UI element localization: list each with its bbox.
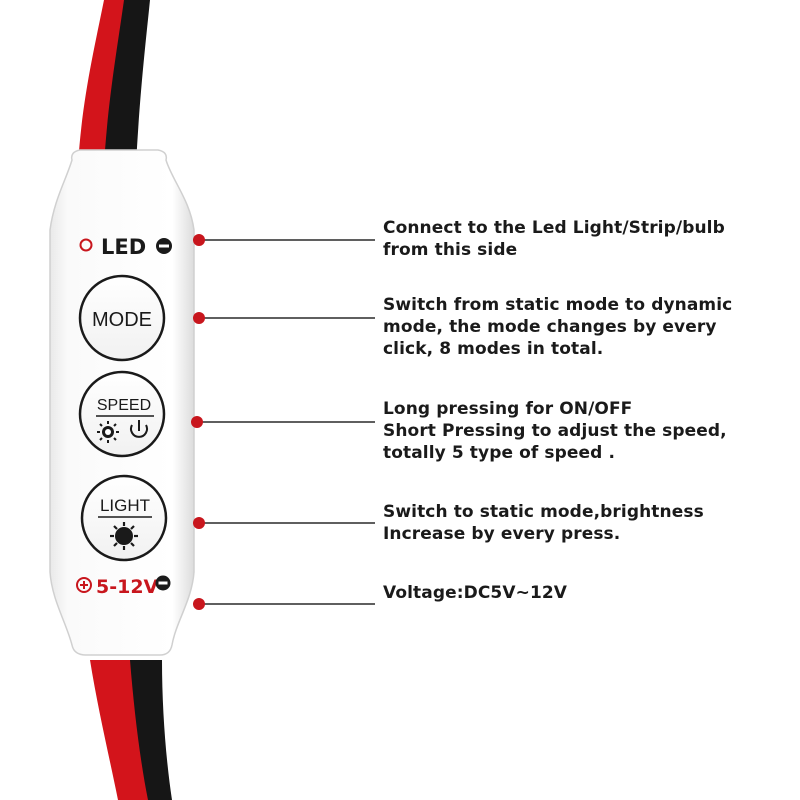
- callout-light: Switch to static mode,brightness Increas…: [383, 501, 793, 545]
- callout-led-line-2: from this side: [383, 240, 518, 260]
- callout-voltage-line-1: Voltage:DC5V~12V: [383, 583, 568, 603]
- voltage-label: 5-12V: [96, 576, 159, 598]
- minus-icon-bar: [159, 244, 169, 248]
- callout-light-line-2: Increase by every press.: [383, 524, 621, 544]
- bottom-cable: [90, 660, 172, 800]
- callout-mode-line-1: Switch from static mode to dynamic: [383, 295, 733, 315]
- voltage-row: 5-12V: [76, 575, 171, 598]
- speed-button[interactable]: SPEED: [78, 370, 166, 458]
- light-button[interactable]: LIGHT: [80, 474, 168, 562]
- top-wire-red: [78, 0, 124, 165]
- light-button-circle[interactable]: [80, 474, 168, 562]
- callout-mode-line-3: click, 8 modes in total.: [383, 339, 604, 359]
- mode-button-label: MODE: [92, 309, 152, 331]
- callout-speed-line-2: Short Pressing to adjust the speed,: [383, 421, 727, 441]
- leader-dot-speed: [191, 416, 203, 428]
- led-indicator-row: LED: [79, 235, 172, 259]
- speed-button-circle[interactable]: [78, 370, 166, 458]
- minus-icon-voltage-bar: [158, 581, 168, 585]
- plus-icon: [76, 577, 92, 593]
- leader-dot-mode: [193, 312, 205, 324]
- mode-button-circle[interactable]: [78, 274, 166, 362]
- led-label: LED: [101, 235, 146, 259]
- bottom-wire-red: [90, 660, 148, 800]
- callout-mode-line-2: mode, the mode changes by every: [383, 317, 717, 337]
- callout-led-line-1: Connect to the Led Light/Strip/bulb: [383, 218, 725, 238]
- callout-speed-line-3: totally 5 type of speed .: [383, 443, 616, 463]
- speed-button-label: SPEED: [97, 397, 151, 414]
- callout-voltage: Voltage:DC5V~12V: [383, 582, 793, 604]
- callout-speed-line-1: Long pressing for ON/OFF: [383, 399, 633, 419]
- callout-leaders: [191, 234, 375, 610]
- mode-button[interactable]: MODE: [78, 274, 166, 362]
- leader-dot-voltage: [193, 598, 205, 610]
- callout-mode: Switch from static mode to dynamic mode,…: [383, 294, 793, 360]
- leader-dot-led: [193, 234, 205, 246]
- callout-speed: Long pressing for ON/OFF Short Pressing …: [383, 398, 793, 464]
- power-icon: [130, 420, 148, 438]
- led-ring-icon: [79, 238, 93, 252]
- brightness-sun-icon: [110, 522, 138, 550]
- leader-dot-light: [193, 517, 205, 529]
- callout-light-line-1: Switch to static mode,brightness: [383, 502, 704, 522]
- speed-sun-icon: [97, 421, 119, 443]
- top-cable: [78, 0, 150, 165]
- light-button-label: LIGHT: [100, 496, 150, 515]
- callout-led: Connect to the Led Light/Strip/bulb from…: [383, 217, 793, 261]
